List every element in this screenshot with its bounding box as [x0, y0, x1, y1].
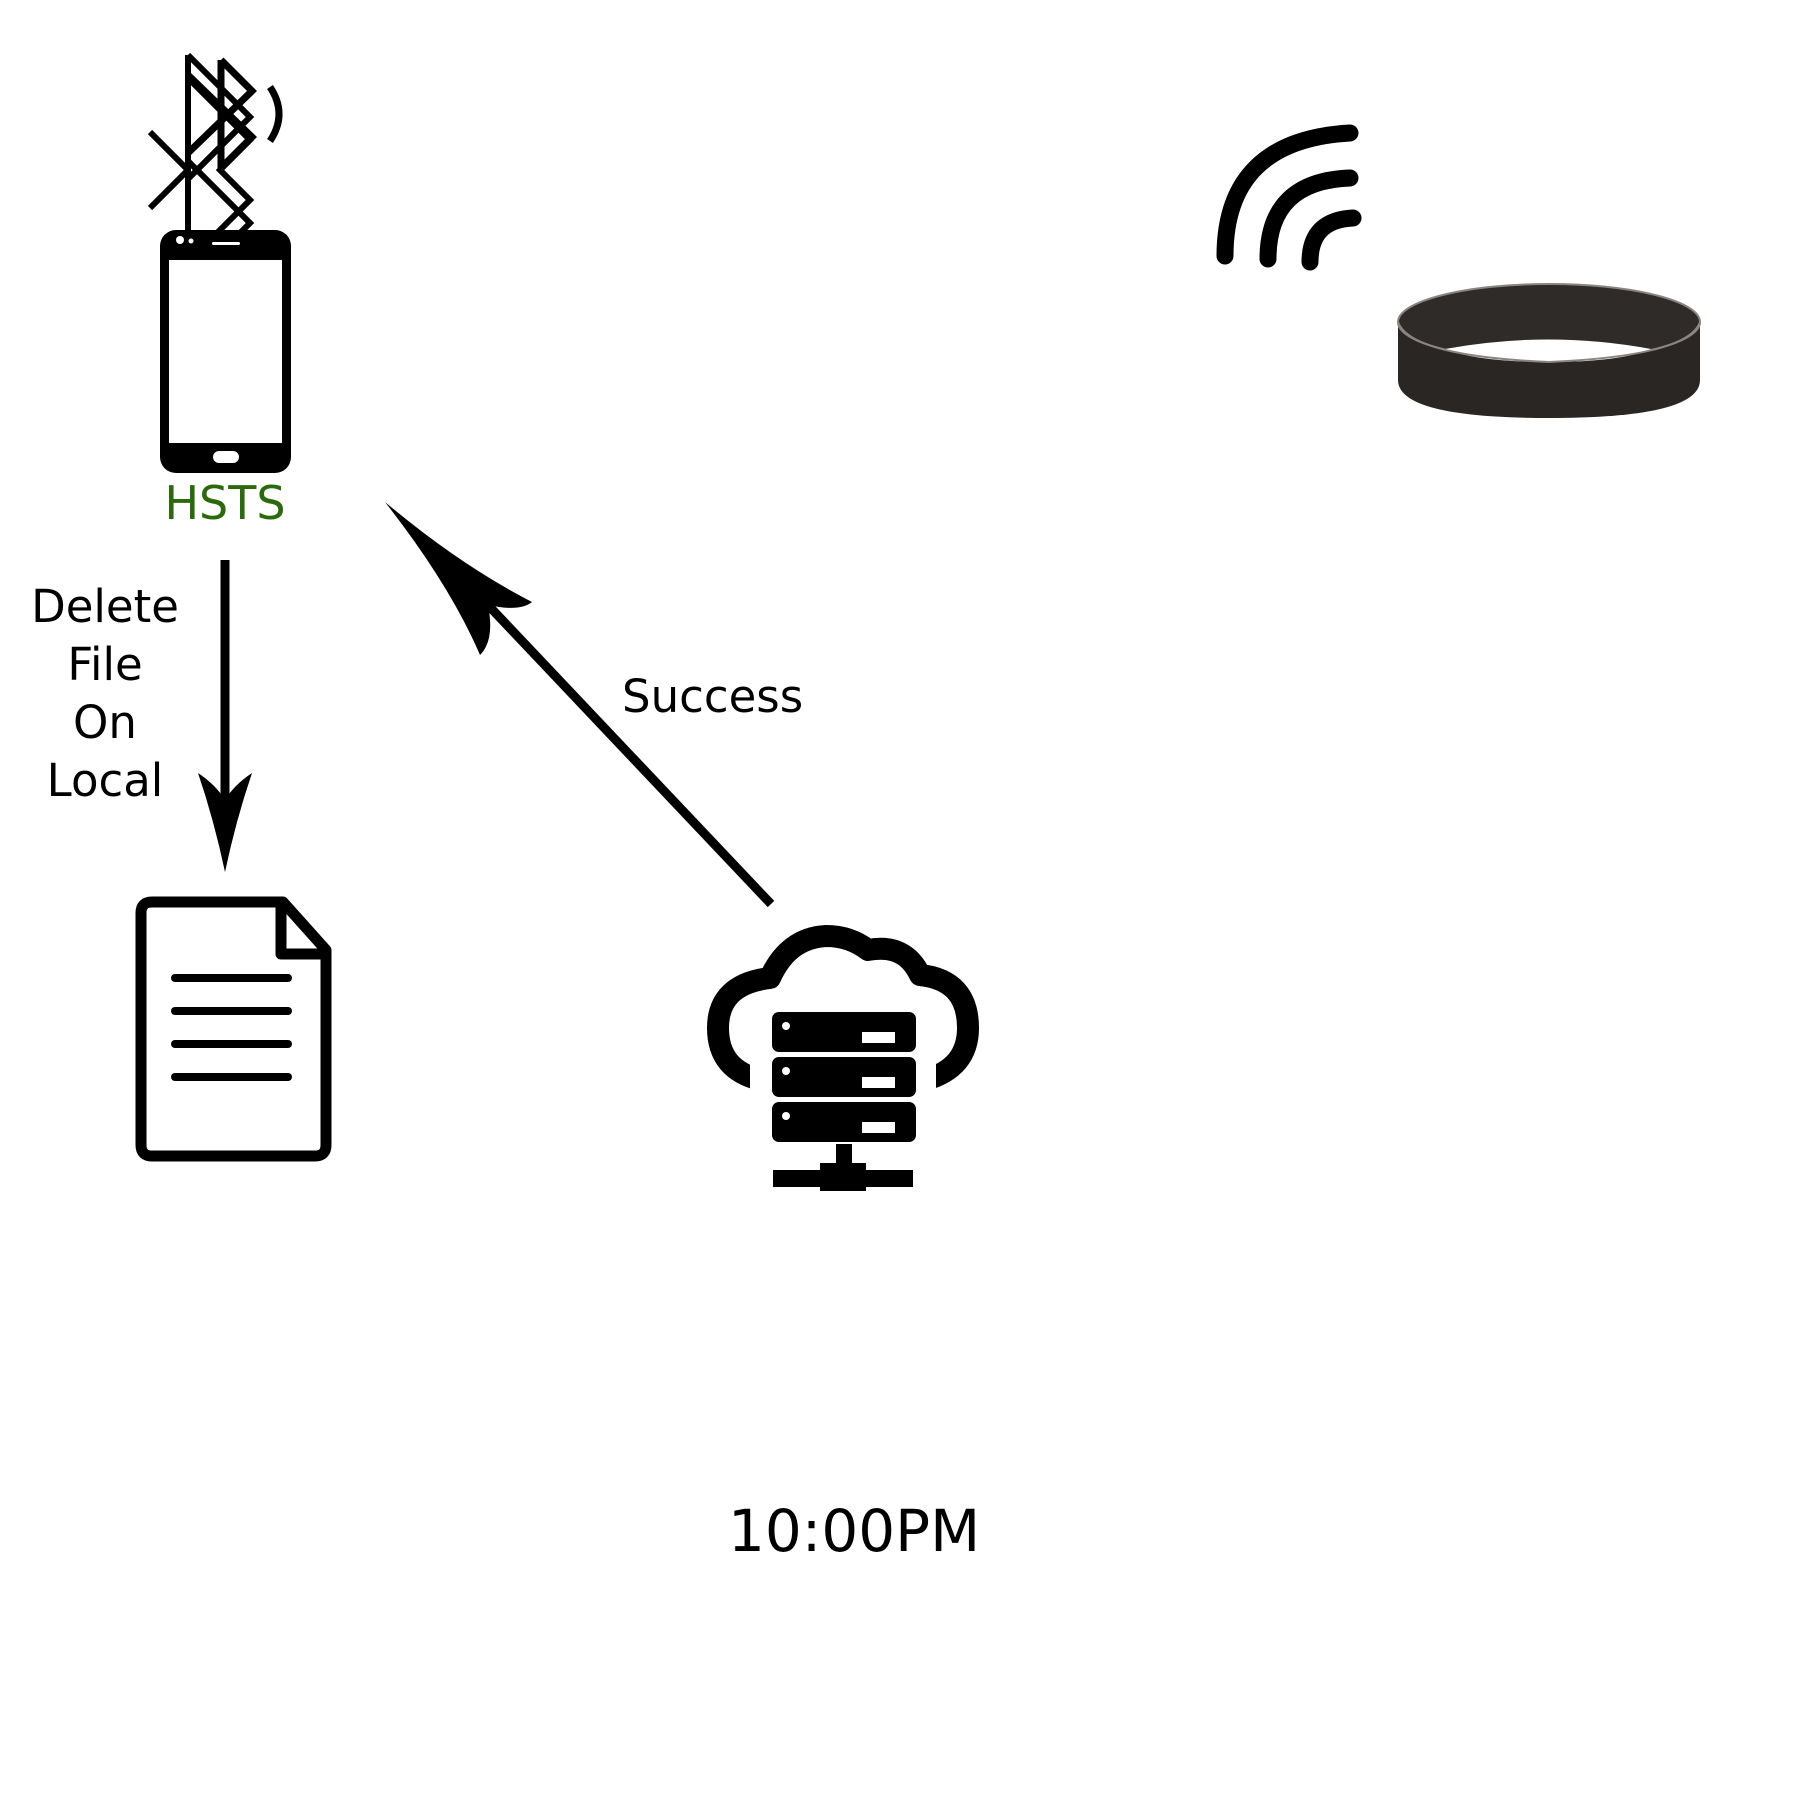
success-label: Success [622, 670, 804, 723]
time-label: 10:00PM [728, 1497, 981, 1565]
delete-file-label: Delete File On Local [10, 578, 200, 810]
cloud-server-icon [707, 925, 979, 1191]
smartphone-icon [160, 230, 291, 473]
document-icon [135, 896, 332, 1162]
wireless-signal-icon [1216, 124, 1362, 271]
bluetooth-glyph [185, 57, 283, 171]
wristband-icon [1397, 283, 1701, 418]
delete-label-line: Delete [31, 580, 179, 633]
success-arrow [385, 502, 775, 908]
delete-label-line: Local [46, 754, 164, 807]
delete-arrow [198, 560, 252, 872]
delete-label-line: File [67, 638, 143, 691]
phone-label: HSTS [164, 476, 286, 530]
delete-label-line: On [73, 696, 137, 749]
